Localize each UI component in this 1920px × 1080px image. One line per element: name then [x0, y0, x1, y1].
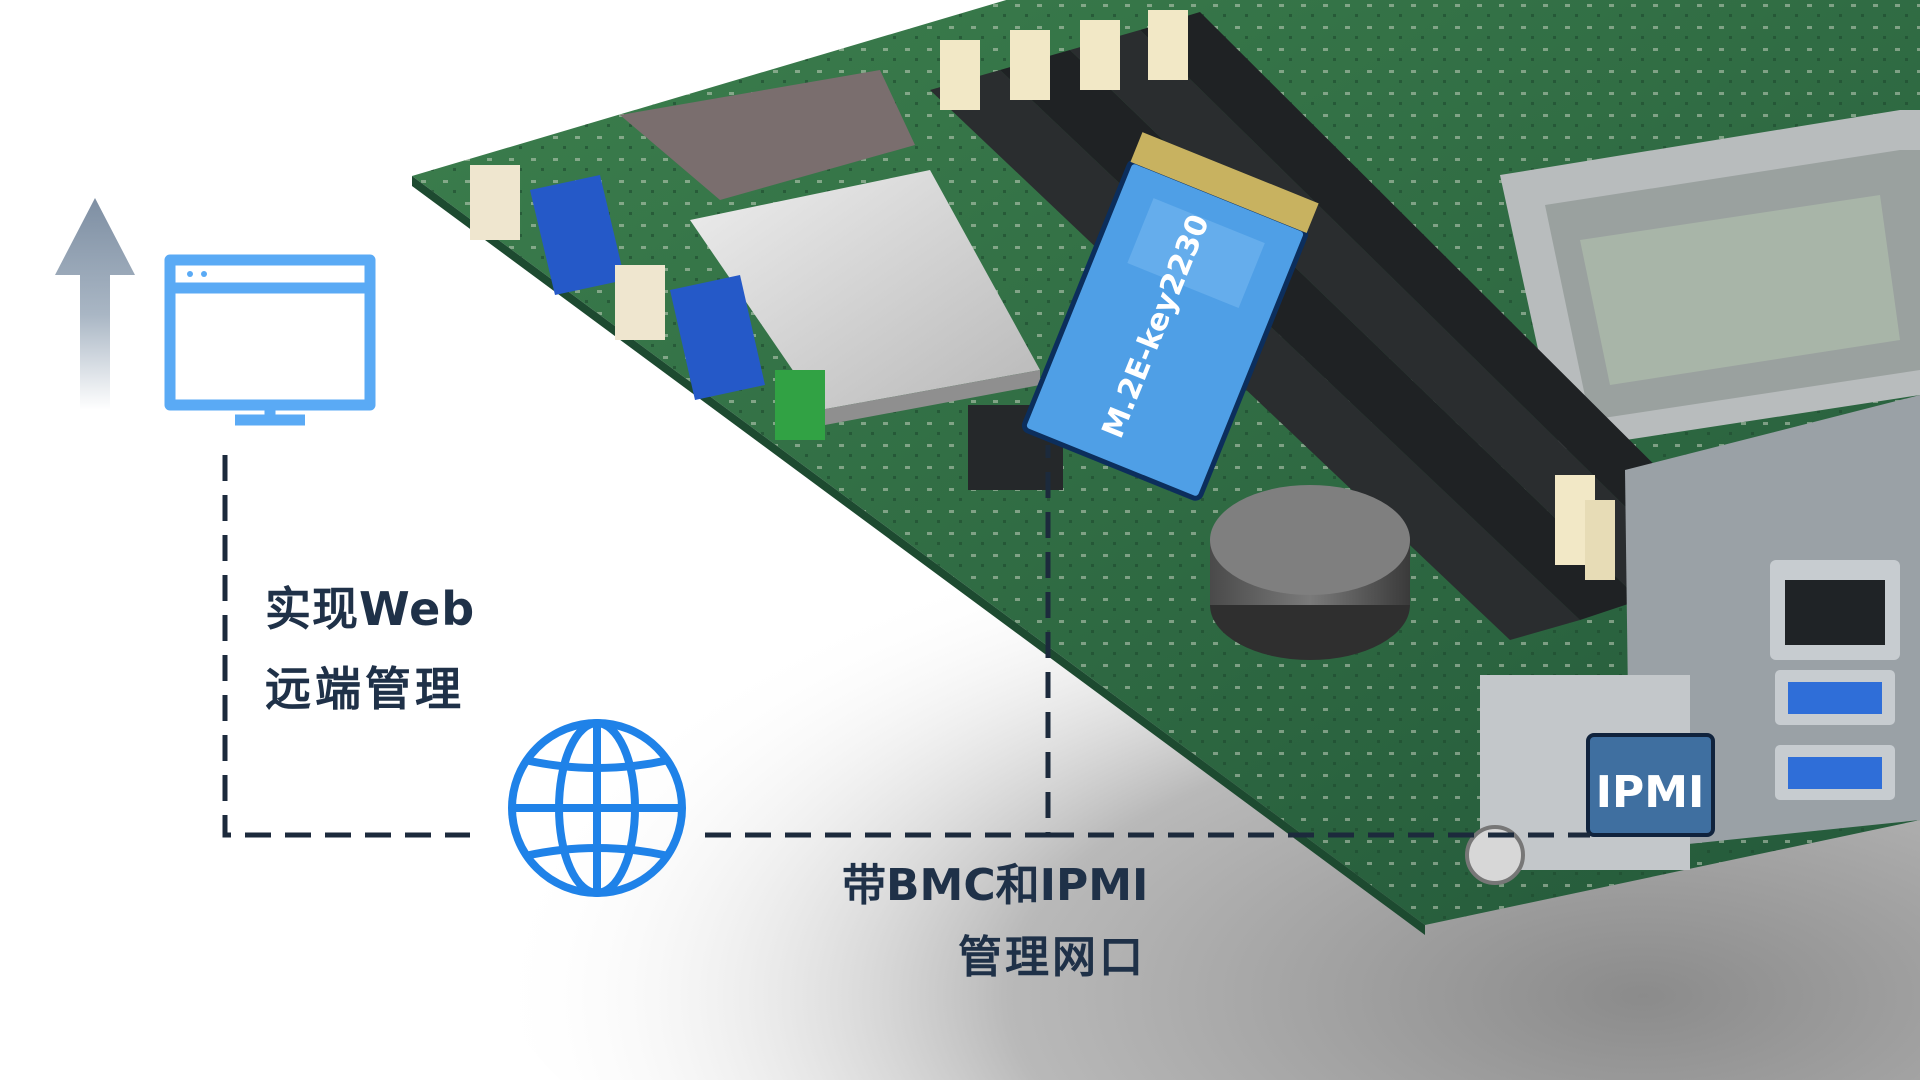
- ipmi-port-badge: IPMI: [1586, 733, 1715, 837]
- browser-monitor-icon: [164, 254, 376, 426]
- web-management-label-line1: 实现Web: [265, 582, 476, 636]
- bmc-ipmi-label-line2: 管理网口: [958, 932, 1146, 983]
- globe-icon: [508, 719, 686, 897]
- cmos-battery: [1210, 485, 1410, 660]
- up-arrow-icon: [55, 198, 135, 410]
- sata-connectors: [470, 165, 825, 440]
- bmc-ipmi-label-line1: 带BMC和IPMI: [842, 860, 1149, 911]
- storage-chip: [620, 70, 915, 200]
- cpu-socket: [1500, 110, 1920, 450]
- ipmi-port-label: IPMI: [1596, 767, 1705, 818]
- heatsink: [690, 170, 1040, 425]
- connector-lines: [222, 445, 1590, 838]
- m2-wifi-module: M.2E-key2230: [1021, 132, 1319, 501]
- web-management-label-line2: 远端管理: [265, 662, 465, 716]
